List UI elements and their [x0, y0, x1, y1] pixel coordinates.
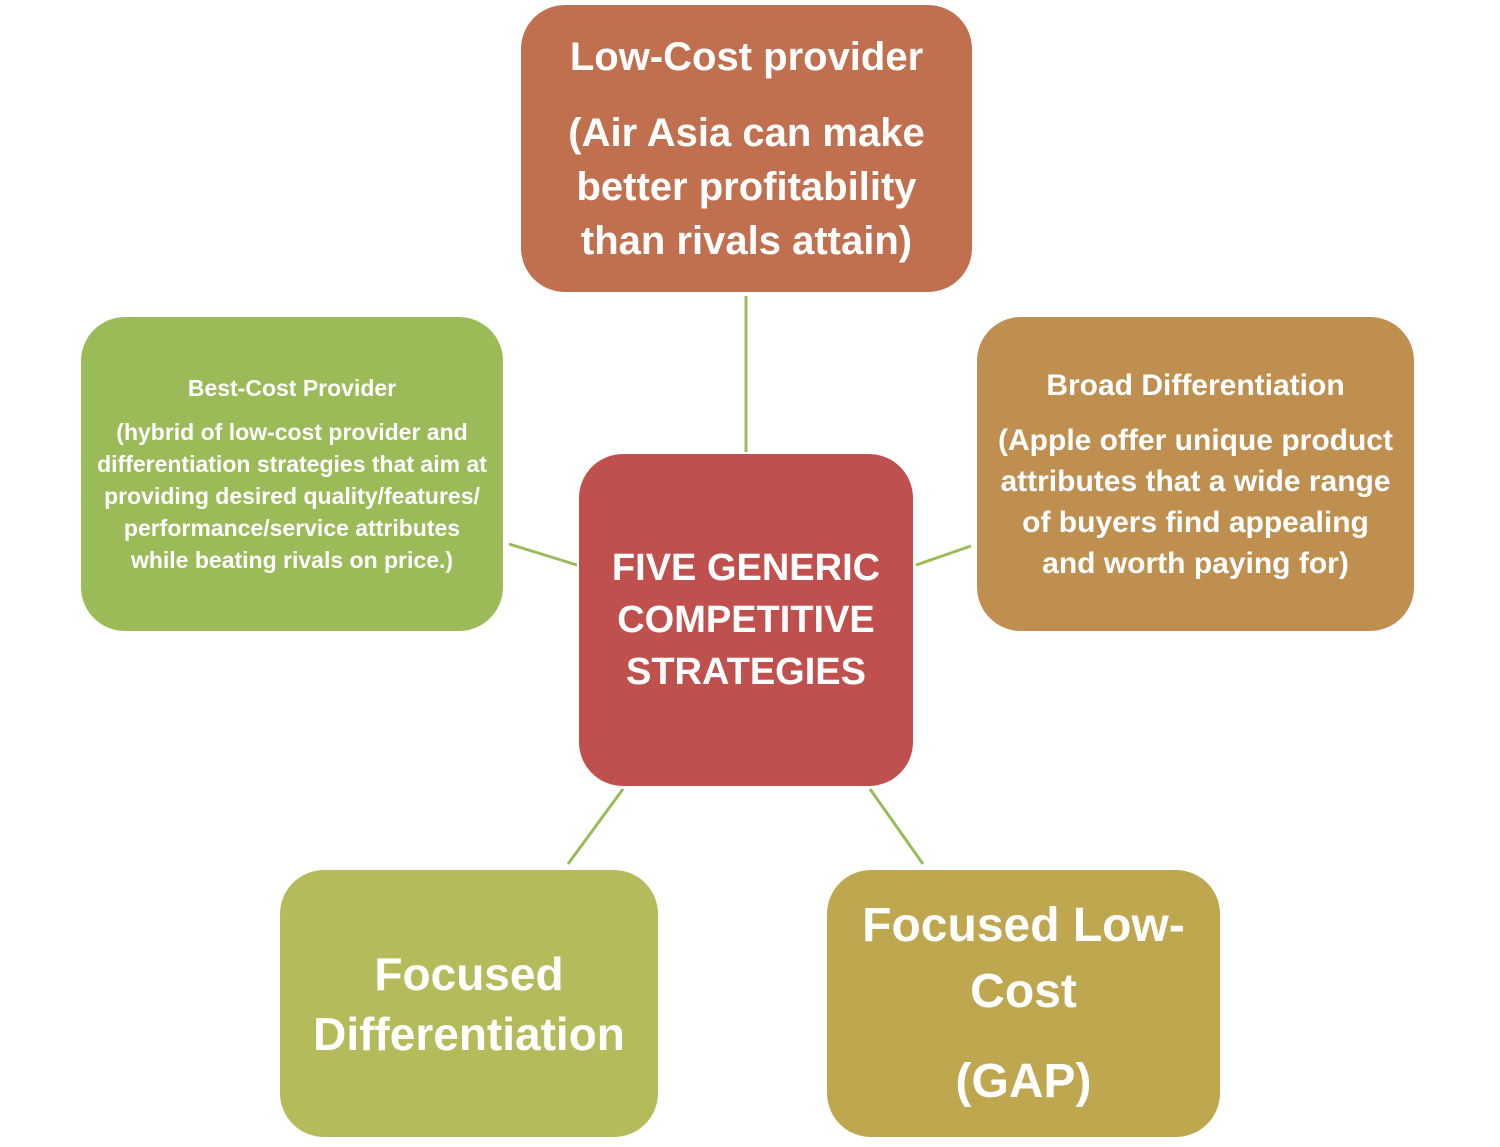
low-cost-provider-title: Low-Cost provider [569, 34, 924, 79]
connector-bottom-right [868, 788, 925, 865]
node-best-cost-provider: Best-Cost Provider (hybrid of low-cost p… [81, 317, 503, 631]
center-line-2: COMPETITIVE [617, 599, 875, 641]
focused-low-cost-subtitle: (GAP) [955, 1054, 1092, 1108]
connector-bottom-left [566, 788, 625, 865]
center-line-3: STRATEGIES [626, 651, 866, 693]
node-broad-differentiation: Broad Differentiation (Apple offer uniqu… [977, 317, 1414, 631]
node-focused-differentiation: Focused Differentiation [280, 870, 658, 1137]
broad-differentiation-title: Broad Differentiation [1046, 368, 1345, 402]
node-focused-low-cost: Focused Low-Cost (GAP) [827, 870, 1220, 1137]
node-center: FIVE GENERIC COMPETITIVE STRATEGIES [579, 454, 913, 786]
node-low-cost-provider: Low-Cost provider (Air Asia can make bet… [521, 5, 972, 292]
best-cost-provider-description: (hybrid of low-cost provider and differe… [97, 419, 487, 573]
best-cost-provider-title: Best-Cost Provider [187, 375, 397, 401]
connector-left [508, 542, 578, 567]
center-line-1: FIVE GENERIC [611, 547, 881, 589]
focused-low-cost-title: Focused Low-Cost [862, 898, 1185, 1018]
focused-differentiation-title: Focused Differentiation [313, 947, 625, 1060]
connector-right [915, 544, 972, 567]
broad-differentiation-description: (Apple offer unique product attributes t… [998, 423, 1393, 580]
low-cost-provider-description: (Air Asia can make better profitability … [568, 110, 925, 263]
